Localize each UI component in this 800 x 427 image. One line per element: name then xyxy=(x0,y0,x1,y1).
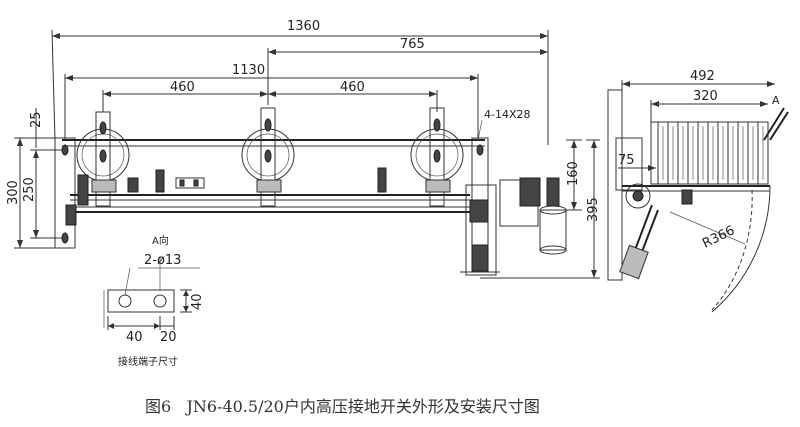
dim-holes: 2-ø13 xyxy=(144,253,181,268)
left-dimensions xyxy=(14,108,62,249)
dim-1360: 1360 xyxy=(287,19,320,34)
dim-250: 250 xyxy=(22,177,37,202)
overall-dimensions xyxy=(51,29,549,145)
detail-caption: 接线端子尺寸 xyxy=(118,355,178,368)
dim-460-right: 460 xyxy=(340,80,365,95)
figure-caption: 图6 JN6-40.5/20户内高压接地开关外形及安装尺寸图 xyxy=(145,397,540,416)
dim-40-vertical: 40 xyxy=(190,293,205,310)
operating-mechanism xyxy=(460,177,567,276)
phase-insulators xyxy=(76,107,464,207)
dim-395: 395 xyxy=(586,197,601,222)
dim-765: 765 xyxy=(400,37,425,52)
dim-20: 20 xyxy=(160,330,177,345)
terminal-detail xyxy=(103,256,200,330)
dim-1130: 1130 xyxy=(232,63,265,78)
dim-320: 320 xyxy=(693,89,718,104)
dim-460-left: 460 xyxy=(170,80,195,95)
dim-492: 492 xyxy=(690,69,715,84)
detail-view-label: A向 xyxy=(152,234,169,247)
right-dimensions xyxy=(480,139,600,279)
shaft-fittings xyxy=(65,167,387,226)
front-view-frame xyxy=(54,137,489,249)
view-a-arrow-label: A xyxy=(772,94,780,107)
dim-160: 160 xyxy=(566,161,581,186)
dim-40-horizontal: 40 xyxy=(126,330,143,345)
dim-300: 300 xyxy=(6,180,21,205)
dim-75: 75 xyxy=(618,153,635,168)
side-view xyxy=(607,80,789,313)
hole-spec-label: 4-14X28 xyxy=(484,108,531,121)
dim-25: 25 xyxy=(29,111,44,128)
